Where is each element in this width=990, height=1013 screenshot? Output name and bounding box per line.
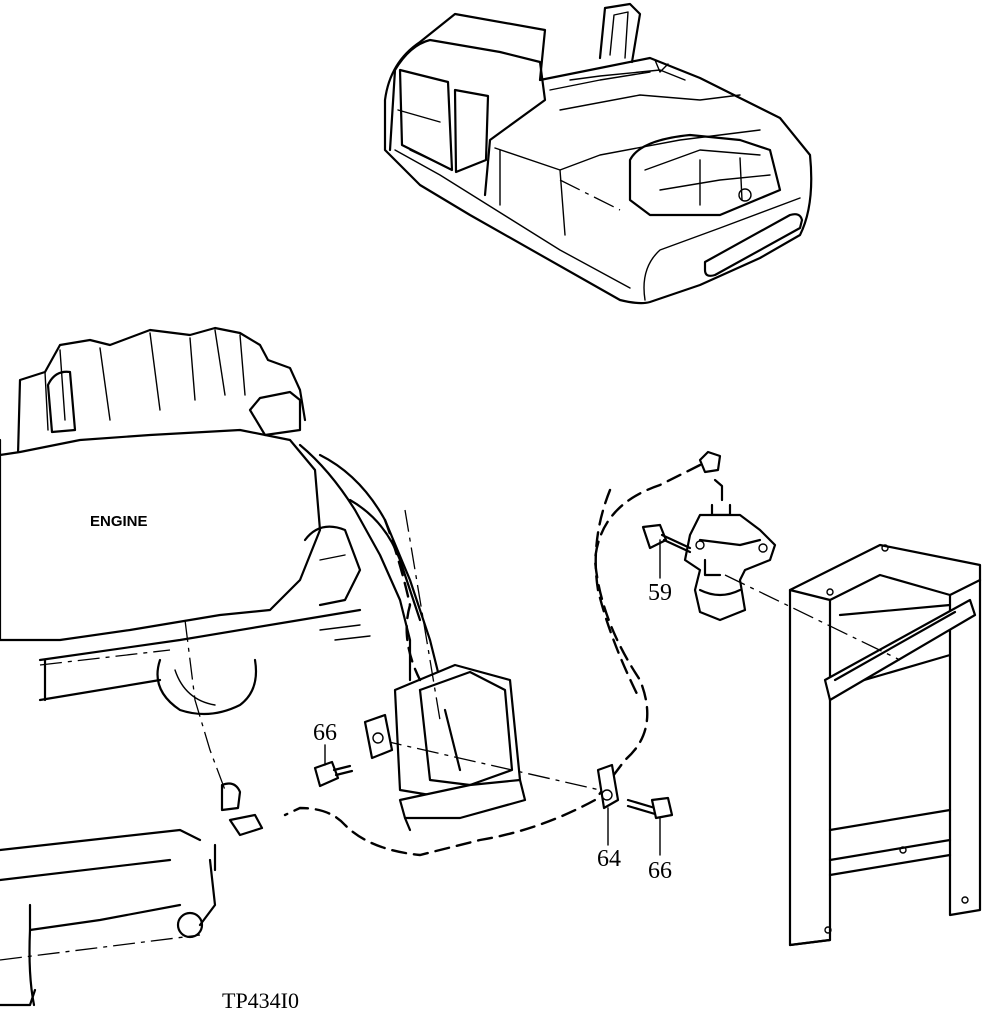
hardware bbox=[313, 713, 674, 820]
callout-59: 59 bbox=[648, 580, 672, 606]
fuel-line bbox=[220, 463, 702, 857]
support-frame bbox=[788, 543, 982, 947]
engine-label: ENGINE bbox=[90, 513, 148, 530]
figure-id: TP434I0 bbox=[222, 988, 299, 1013]
callout-66-right: 66 bbox=[648, 858, 672, 884]
callout-66-left: 66 bbox=[313, 720, 337, 746]
callout-64: 64 bbox=[597, 846, 621, 872]
phantom-lines bbox=[0, 179, 901, 961]
engine-assembly bbox=[0, 326, 442, 1007]
leader-lines bbox=[324, 539, 661, 856]
excavator-overview bbox=[383, 2, 813, 305]
mounting-bracket bbox=[393, 663, 527, 832]
